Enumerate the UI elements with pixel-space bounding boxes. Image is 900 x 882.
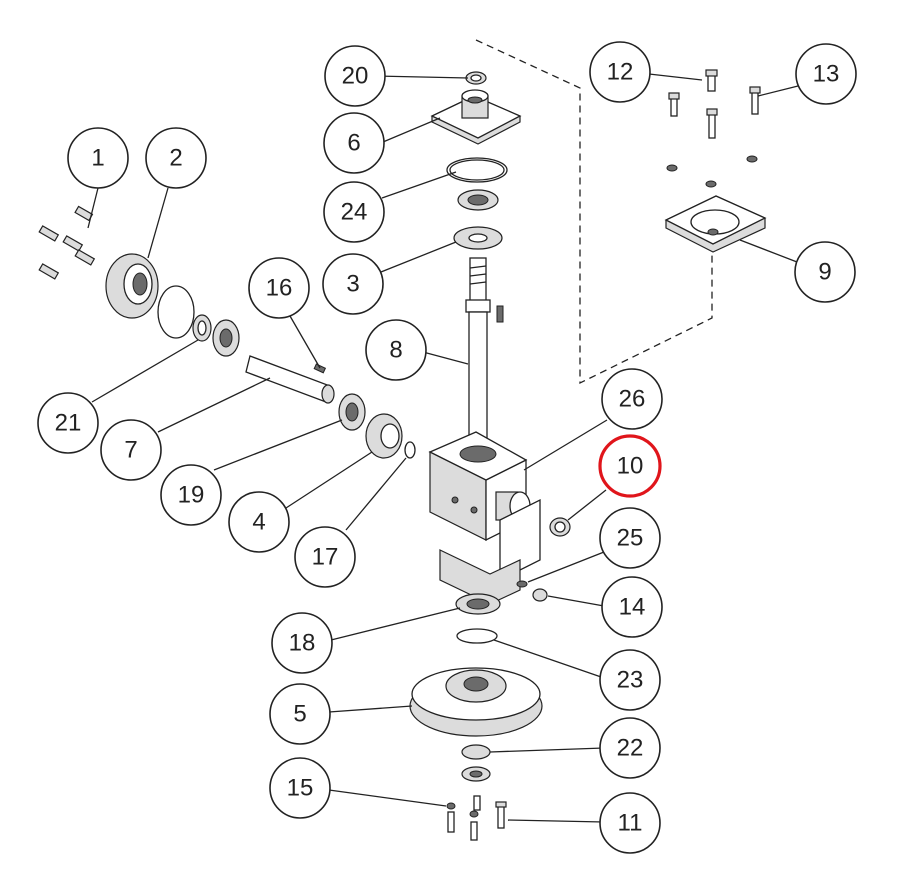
callout-14: 14 [601,576,663,638]
part-2-bearing-cover [105,253,159,319]
callout-10-highlighted: 10 [598,434,662,498]
callout-2-label: 2 [169,145,182,172]
part-26-gearbox-housing [428,431,541,605]
part-7-input-shaft [245,355,335,404]
part-o-ring-left [157,285,195,339]
part-bearing-left [212,319,240,357]
part-19-bearing [338,393,366,431]
callout-6: 6 [323,112,385,174]
callout-21: 21 [37,392,99,454]
callout-8: 8 [365,319,427,381]
callout-26: 26 [601,368,663,430]
part-24-o-ring [446,157,508,183]
assembly-guide-dashed-line [475,39,713,385]
callout-8-label: 8 [389,337,402,364]
part-6-top-flange [430,89,522,145]
callout-22-label: 22 [617,735,644,762]
callout-10-label: 10 [617,453,644,480]
part-17-circlip [404,441,416,459]
callout-16-label: 16 [266,275,293,302]
callout-26-label: 26 [619,386,646,413]
callout-23-label: 23 [617,667,644,694]
callout-13-label: 13 [813,61,840,88]
part-bearing-top [457,189,499,211]
leader-lines [87,73,799,823]
part-5-pulley-disc [409,667,543,737]
callout-7-label: 7 [124,437,137,464]
callout-15: 15 [269,757,331,819]
callout-25: 25 [599,507,661,569]
part-8-vertical-shaft [465,257,504,463]
callout-4: 4 [228,491,290,553]
part-25-washer [516,580,528,588]
callout-24-label: 24 [341,199,368,226]
callout-20-label: 20 [342,63,369,90]
callout-1: 1 [67,127,129,189]
part-3-washer [453,226,503,250]
callout-7: 7 [100,419,162,481]
part-20-seal [465,71,487,85]
callout-25-label: 25 [617,525,644,552]
callout-11-label: 11 [618,810,643,837]
callout-9-label: 9 [818,259,831,286]
callout-11: 11 [599,792,661,854]
callout-1-label: 1 [91,145,104,172]
part-9-cover-plate [664,195,767,253]
callout-23: 23 [599,649,661,711]
part-10-plug [549,517,571,537]
part-22-seals [461,744,491,782]
callout-24: 24 [323,181,385,243]
callout-3: 3 [322,253,384,315]
callout-21-label: 21 [55,410,82,437]
part-23-o-ring [456,628,498,644]
part-18-bearing [455,593,501,615]
callout-19-label: 19 [178,482,205,509]
callout-18: 18 [271,612,333,674]
callout-19: 19 [160,464,222,526]
callout-15-label: 15 [287,775,314,802]
part-4-bevel-gear [365,413,403,459]
callout-22: 22 [599,717,661,779]
part-1-bolts [38,205,96,280]
callout-13: 13 [795,43,857,105]
part-bolts-12-13 [666,69,761,188]
callout-16: 16 [248,257,310,319]
callout-6-label: 6 [347,130,360,157]
part-14-drain-plug [532,588,548,602]
callout-17-label: 17 [312,544,339,571]
callout-3-label: 3 [346,271,359,298]
callout-4-label: 4 [252,509,265,536]
part-16-key [313,363,327,374]
callout-9: 9 [794,241,856,303]
callout-18-label: 18 [289,630,316,657]
callout-12-label: 12 [607,59,634,86]
callout-5: 5 [269,683,331,745]
callout-2: 2 [145,127,207,189]
callout-5-label: 5 [293,701,306,728]
callout-14-label: 14 [619,594,646,621]
callout-20: 20 [324,45,386,107]
callout-12: 12 [589,41,651,103]
callout-17: 17 [294,526,356,588]
part-15-11-bolts [446,795,507,841]
part-21-seal [192,314,212,342]
